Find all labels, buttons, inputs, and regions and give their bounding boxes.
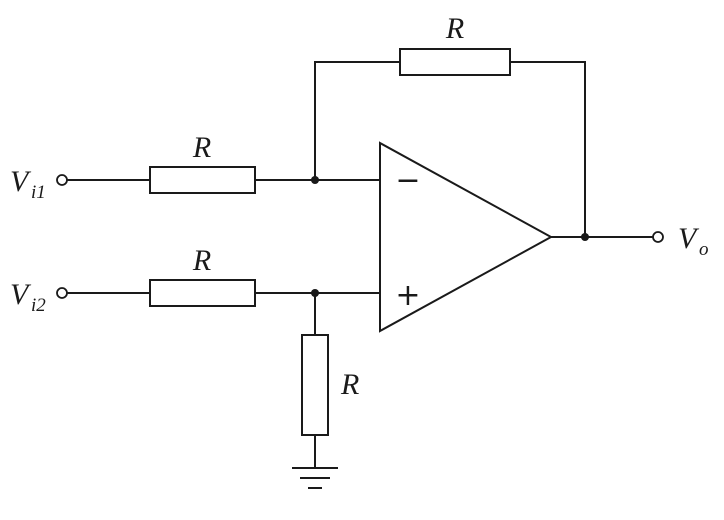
resistor-input1-body [149, 166, 256, 194]
resistor-input2-body [149, 279, 256, 307]
noninverting-node-dot [311, 289, 319, 297]
input1-label-subscript: i1 [31, 182, 46, 203]
opamp-noninverting-sign: + [395, 278, 420, 313]
resistor-input2-label: R [192, 244, 211, 277]
resistor-input1-label: R [192, 131, 211, 164]
resistor-feedback-body [399, 48, 511, 76]
output-node-dot [581, 233, 589, 241]
resistor-ground-label: R [340, 368, 359, 401]
input2-label: V [10, 278, 32, 311]
resistor-ground-body [301, 334, 329, 436]
resistor-feedback-label: R [445, 12, 464, 45]
input2-label-subscript: i2 [31, 295, 46, 316]
output-terminal [652, 231, 664, 243]
output-label: V [678, 222, 700, 255]
input1-terminal [56, 174, 68, 186]
input1-label: V [10, 165, 32, 198]
output-label-subscript: o [699, 239, 709, 260]
opamp-triangle [379, 141, 554, 333]
input2-terminal [56, 287, 68, 299]
inverting-node-dot [311, 176, 319, 184]
opamp-inverting-sign: − [395, 163, 420, 198]
